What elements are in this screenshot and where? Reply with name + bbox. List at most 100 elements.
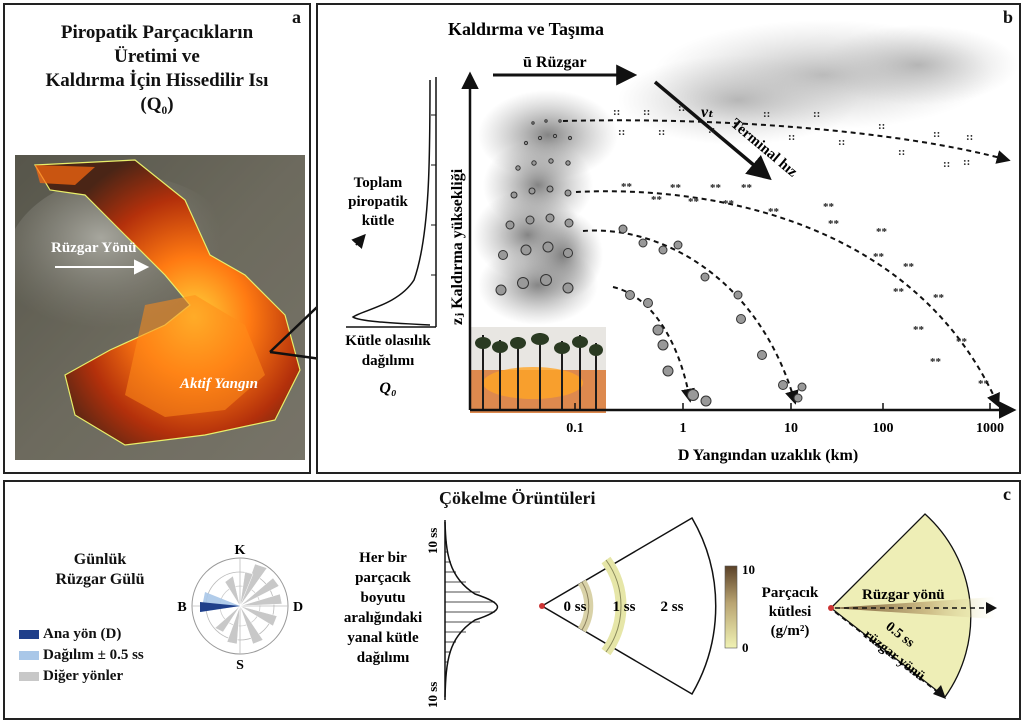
terminal-velocity-symbol: vₜ: [701, 104, 714, 121]
svg-text:::: ::: [966, 131, 973, 143]
svg-text:::: ::: [963, 156, 970, 168]
arc-label: 1 ss: [613, 599, 636, 615]
svg-text:**: **: [978, 378, 990, 390]
svg-text:**: **: [823, 201, 835, 213]
compass-east: D: [293, 600, 303, 615]
lateral-text-line: dağılımı: [357, 650, 410, 666]
mass-distribution-inset: [346, 77, 437, 328]
svg-text:**: **: [873, 251, 885, 263]
svg-text:**: **: [688, 196, 700, 208]
panel-c-title: Çökelme Örüntüleri: [439, 488, 596, 508]
fire-forest-image: [470, 327, 606, 413]
x-axis-label: D Yangından uzaklık (km): [678, 447, 858, 464]
svg-text:::: ::: [878, 120, 885, 132]
svg-text:::: ::: [788, 131, 795, 143]
svg-text:**: **: [768, 206, 780, 218]
svg-text:::: ::: [898, 146, 905, 158]
svg-text:::: ::: [763, 108, 770, 120]
svg-text:**: **: [621, 181, 633, 193]
trajectories: [562, 119, 1011, 408]
x-tick-label: 1: [680, 421, 687, 436]
total-mass-label: kütle: [362, 213, 395, 229]
mass-dist-label: dağılımı: [362, 353, 415, 369]
wind-rose-legend: Ana yön (D) Dağılım ± 0.5 ss Diğer yönle…: [19, 624, 144, 687]
colorbar-min: 0: [742, 640, 749, 655]
mass-pdf-curve: [351, 79, 431, 326]
q0-label: Q₀: [379, 380, 396, 397]
wind-direction-label: Rüzgar Yönü: [51, 240, 136, 256]
colorbar-title: Parçacık: [762, 585, 819, 601]
legend-item: Ana yön (D): [19, 624, 144, 645]
svg-text:::: ::: [613, 106, 620, 118]
panel-b: b: [316, 3, 1021, 474]
wind-rose-title-line1: Günlük: [73, 551, 127, 568]
panel-a-title-line1: Piropatik Parçacıkların: [60, 22, 254, 43]
colorbar-title: (g/m²): [771, 623, 810, 639]
svg-text:::: ::: [618, 126, 625, 138]
lateral-text-line: boyutu: [360, 590, 405, 606]
compass-south: S: [236, 658, 244, 673]
x-tick-label: 1000: [976, 421, 1004, 436]
wind-deposition-sector: Rüzgar yönü 0.5 ss rüzgar yönü: [828, 513, 997, 699]
svg-text:**: **: [933, 292, 945, 304]
lateral-text-line: Her bir: [359, 550, 407, 566]
panel-c: c Çökelme Örüntüleri Günlük Rüzgar Gülü …: [3, 480, 1021, 720]
deposition-diagram: K S D B Her bir parçacık boyutu aralığın…: [177, 513, 997, 708]
sd-bottom-label: 10 ss: [425, 682, 440, 708]
svg-text:::: ::: [643, 106, 650, 118]
svg-text:**: **: [876, 226, 888, 238]
wind-rose-title-line2: Rüzgar Gülü: [55, 571, 145, 588]
svg-text:**: **: [670, 182, 682, 194]
sd-top-label: 10 ss: [425, 528, 440, 554]
compass-west: B: [177, 600, 186, 615]
panel-a-title-line3: Kaldırma İçin Hissedilir Isı: [45, 70, 269, 91]
svg-text:::: ::: [678, 102, 685, 114]
compass-north: K: [235, 543, 246, 558]
panel-a: a Piropatik Parçacıkların Üretimi ve Kal…: [3, 3, 311, 474]
svg-text:::: ::: [658, 126, 665, 138]
fine-particles: ******** ******** ******** ******** ****…: [613, 102, 990, 390]
fire-photo: Rüzgar Yönü Aktif Yangın: [15, 155, 305, 460]
arc-label: 0 ss: [564, 599, 587, 615]
rising-particles: [495, 119, 574, 296]
legend-label: Diğer yönler: [43, 668, 124, 684]
total-mass-arrow: [351, 233, 366, 250]
legend-label: Dağılım ± 0.5 ss: [43, 647, 144, 663]
colorbar-title: kütlesi: [769, 604, 812, 620]
svg-text:::: ::: [813, 108, 820, 120]
svg-text:::: ::: [838, 136, 845, 148]
total-mass-label: piropatik: [348, 194, 408, 210]
panel-b-label: b: [1002, 7, 1013, 27]
deposition-sector: 0 ss 1 ss 2 ss: [539, 516, 717, 696]
svg-text:**: **: [903, 261, 915, 273]
svg-text:::: ::: [708, 124, 715, 136]
active-fire-label: Aktif Yangın: [179, 376, 258, 392]
lateral-text-line: yanal kütle: [347, 630, 419, 646]
legend-item: Dağılım ± 0.5 ss: [19, 645, 144, 666]
legend-label: Ana yön (D): [43, 626, 122, 642]
panel-a-title: Piropatik Parçacıkların Üretimi ve Kaldı…: [5, 21, 309, 117]
svg-text:**: **: [913, 324, 925, 336]
svg-text:**: **: [710, 182, 722, 194]
legend-swatch: [19, 672, 39, 681]
lateral-gaussian: 10 ss 10 ss: [425, 520, 498, 708]
total-mass-label: Toplam: [354, 175, 403, 191]
y-axis-label: zⱼ Kaldırma yüksekliği: [449, 168, 466, 325]
wind-rose: K S D B: [177, 543, 303, 673]
x-tick-label: 0.1: [566, 421, 584, 436]
svg-text:**: **: [893, 286, 905, 298]
legend-swatch: [19, 630, 39, 639]
axes: [461, 71, 1017, 419]
mass-dist-label: Kütle olasılık: [345, 333, 431, 349]
wind-arrow: [55, 259, 150, 275]
wind-rose-title: Günlük Rüzgar Gülü: [45, 550, 155, 590]
legend-item: Diğer yönler: [19, 666, 144, 687]
legend-swatch: [19, 651, 39, 660]
wind-label: ū Rüzgar: [523, 54, 587, 71]
x-tick-label: 100: [873, 421, 894, 436]
panel-a-label: a: [292, 7, 301, 27]
svg-text:::: ::: [933, 128, 940, 140]
panel-a-title-line4: (Q₀): [140, 94, 174, 115]
panel-b-title: Kaldırma ve Taşıma: [448, 19, 604, 39]
colorbar: 10 0 Parçacık kütlesi (g/m²): [724, 562, 819, 655]
